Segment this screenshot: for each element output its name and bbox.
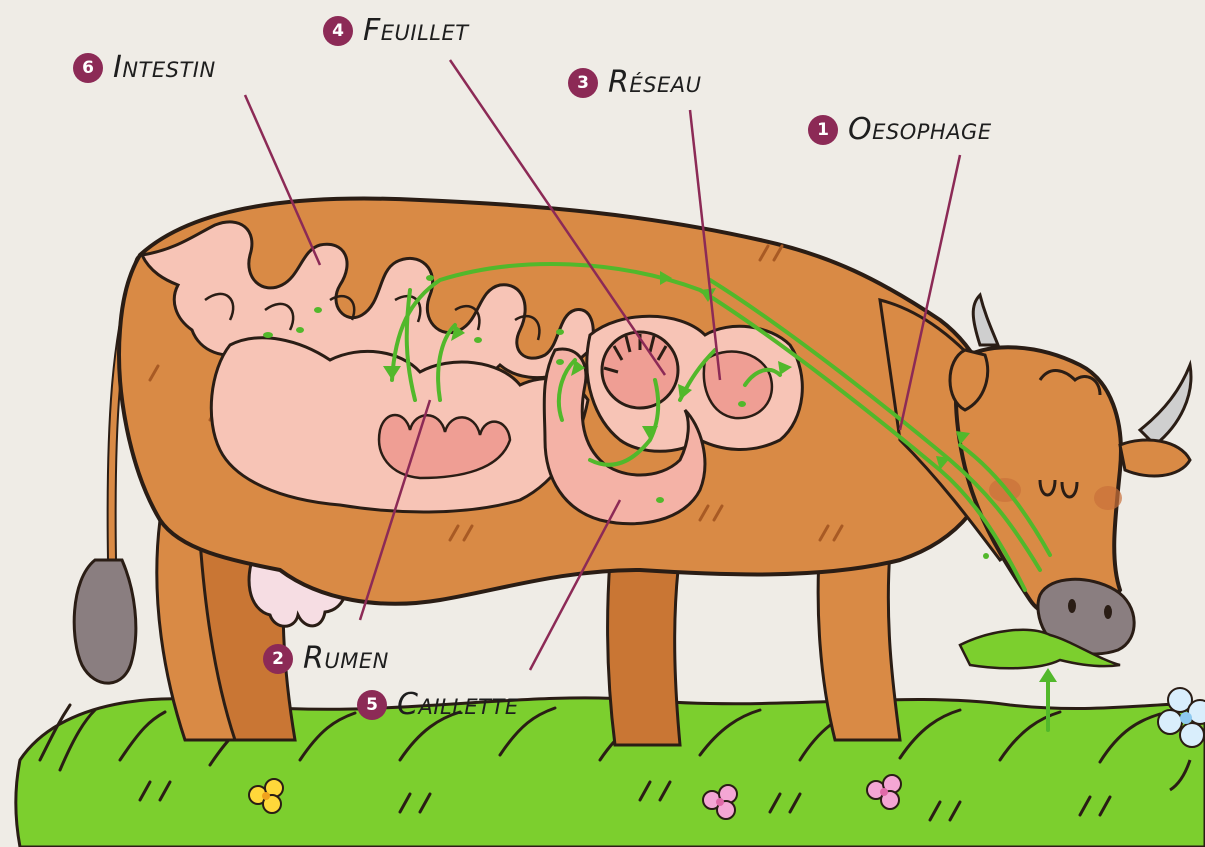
label-rumen: Rumen [303, 641, 389, 676]
callout-oesophage: 1 Oesophage [808, 112, 992, 147]
cheek-right [1094, 486, 1122, 510]
callout-feuillet: 4 Feuillet [323, 13, 469, 48]
tail-tuft [74, 560, 136, 683]
badge-oesophage: 1 [808, 115, 838, 145]
badge-reseau: 3 [568, 68, 598, 98]
nostril-right [1104, 605, 1112, 619]
callout-caillette: 5 Caillette [357, 687, 519, 722]
callout-reseau: 3 Réseau [568, 65, 701, 100]
callout-rumen: 2 Rumen [263, 641, 389, 676]
front-leg-left [608, 560, 680, 745]
badge-caillette: 5 [357, 690, 387, 720]
label-feuillet: Feuillet [363, 13, 469, 48]
callout-intestin: 6 Intestin [73, 50, 216, 85]
badge-rumen: 2 [263, 644, 293, 674]
badge-intestin: 6 [73, 53, 103, 83]
reseau [704, 352, 772, 419]
horn-left [973, 295, 998, 345]
nostril-left [1068, 599, 1076, 613]
label-oesophage: Oesophage [848, 112, 992, 147]
label-caillette: Caillette [397, 687, 519, 722]
label-intestin: Intestin [113, 50, 216, 85]
ear-right [1120, 440, 1190, 476]
horn-right [1140, 365, 1191, 445]
label-reseau: Réseau [608, 65, 701, 100]
badge-feuillet: 4 [323, 16, 353, 46]
